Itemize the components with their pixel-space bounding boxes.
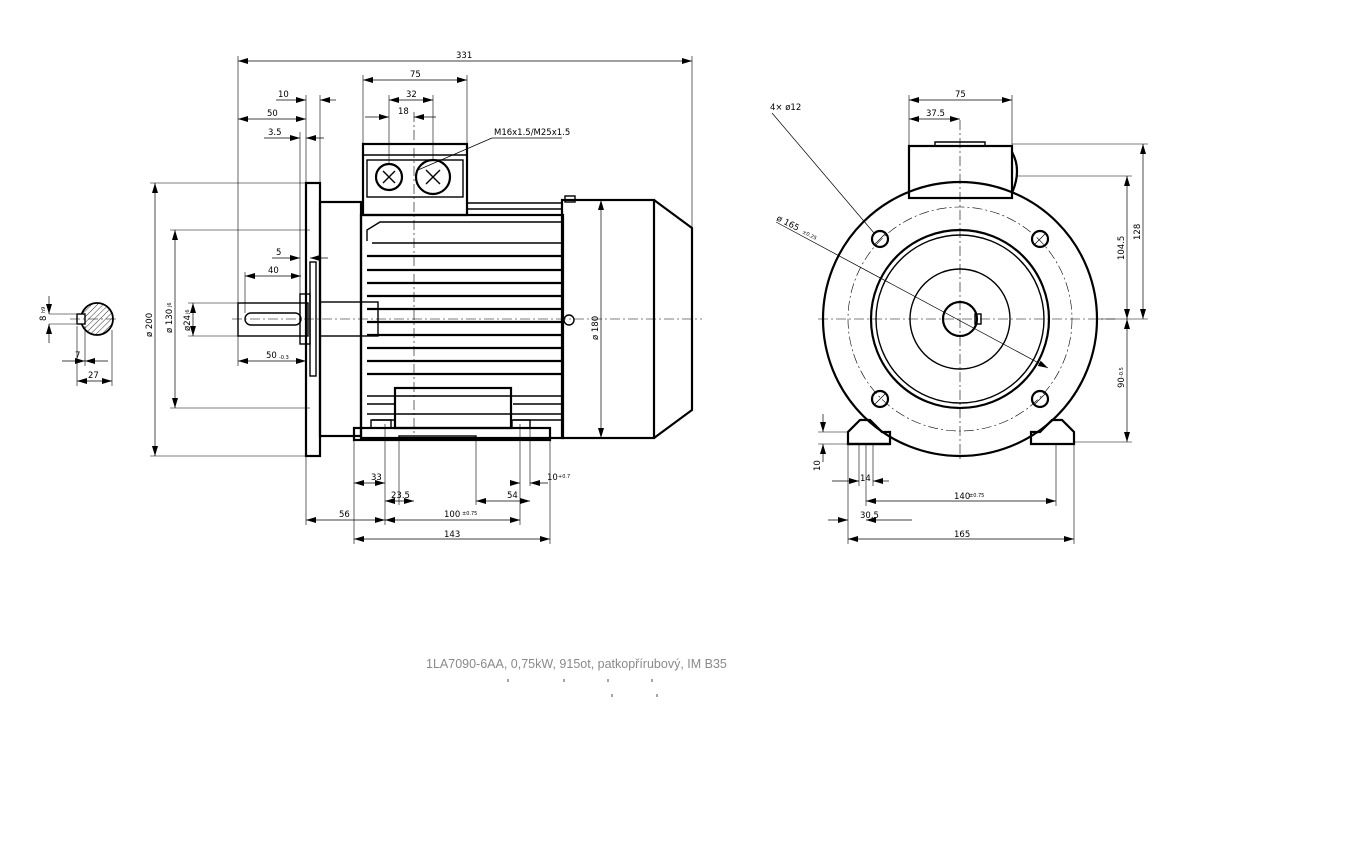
side-view [232, 142, 702, 458]
dim-shaft-length: 50 [266, 351, 277, 361]
dim-foot-thickness: 10 [813, 460, 823, 471]
shaft-section-width-label: 27 [88, 371, 99, 381]
dim-key-length: 40 [268, 266, 279, 276]
dim-shaft-shoulder: 5 [276, 248, 281, 258]
key-width-tol: h9 [41, 307, 47, 313]
dim-spigot-diameter: ø 130 [165, 309, 175, 333]
dim-spigot-depth: 3.5 [268, 128, 282, 138]
dim-flange-to-foot: 56 [339, 510, 350, 520]
dim-foot-length: 143 [444, 530, 460, 540]
dim-flange-diameter: ø 200 [145, 313, 155, 337]
dim-bolt-holes: 4× ø12 [770, 103, 801, 113]
dim-thread: M16x1.5/M25x1.5 [494, 128, 570, 138]
dim-terminal-box-width: 75 [410, 70, 421, 80]
dim-end-box-half: 37.5 [926, 109, 945, 119]
dim-overall-length: 331 [456, 51, 472, 61]
dim-foot-hole-width: 14 [860, 474, 871, 484]
dim-foot-hole-spacing-tol: ±0.75 [462, 511, 477, 517]
dim-shaft-diameter: ø24 [183, 315, 193, 331]
dim-end-box-width: 75 [955, 90, 966, 100]
dim-foot-offset: 30.5 [860, 511, 879, 521]
dim-shaft-length-tol: -0.3 [279, 355, 289, 361]
dim-shaft-height: 90 [1117, 377, 1127, 388]
dim-foot-edge: 33 [371, 473, 382, 483]
dim-foot-slot-tol: +0.7 [558, 474, 570, 480]
dim-foot-slot: 10 [547, 473, 558, 483]
dim-shaft-tol: j6 [185, 309, 191, 315]
key-width-label: 8 [39, 316, 49, 321]
dim-shaft-extension: 50 [267, 109, 278, 119]
end-view-dimensions [771, 95, 1148, 544]
cooling-fins [367, 254, 562, 376]
dim-foot-span: 165 [954, 530, 970, 540]
dim-foot-hole-centres-tol: ±0.75 [969, 493, 984, 499]
drawing-caption: 1LA7090-6AA, 0,75kW, 915ot, patkopřírubo… [426, 657, 727, 671]
dim-foot-hole-centres: 140 [954, 492, 970, 502]
flange-bolt-holes [870, 229, 1050, 409]
dim-height-128: 128 [1133, 224, 1143, 240]
dim-foot-hole: 23.5 [391, 491, 410, 501]
side-view-dimensions [150, 56, 693, 544]
dim-height-104-5: 104.5 [1117, 236, 1127, 260]
dim-flange-thickness: 10 [278, 90, 289, 100]
dim-gland-spacing: 32 [406, 90, 417, 100]
dim-gland-offset: 18 [398, 107, 409, 117]
shaft-section [46, 296, 118, 386]
caption-underline-marks [507, 679, 658, 697]
dim-foot-rear: 54 [507, 491, 518, 501]
dim-foot-hole-spacing: 100 [444, 510, 460, 520]
dim-shaft-height-tol: -0.5 [1119, 367, 1125, 377]
dim-spigot-tol: j6 [167, 302, 173, 308]
dim-pitch-circle: ø 165 [775, 214, 801, 234]
dim-body-diameter: ø 180 [591, 316, 601, 340]
key-depth-label: 7 [75, 351, 80, 361]
end-view [818, 120, 1115, 462]
